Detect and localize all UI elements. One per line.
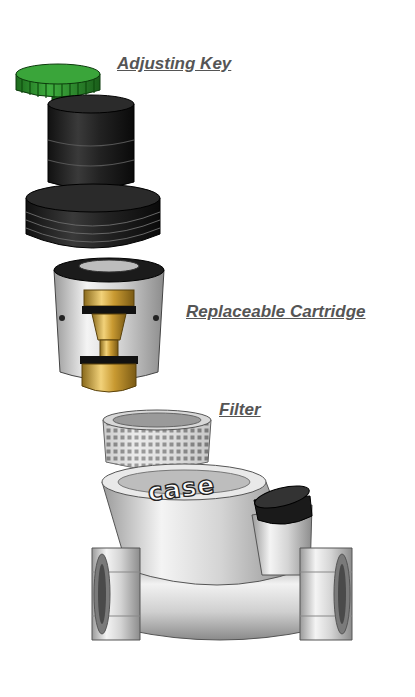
valve-body bbox=[92, 464, 352, 640]
part-label: Adjusting Key bbox=[117, 54, 231, 74]
part-label: Filter bbox=[219, 400, 261, 420]
part-label: Replaceable Cartridge bbox=[186, 302, 366, 322]
bonnet bbox=[26, 95, 160, 248]
filter bbox=[103, 410, 211, 469]
cartridge bbox=[54, 258, 164, 392]
